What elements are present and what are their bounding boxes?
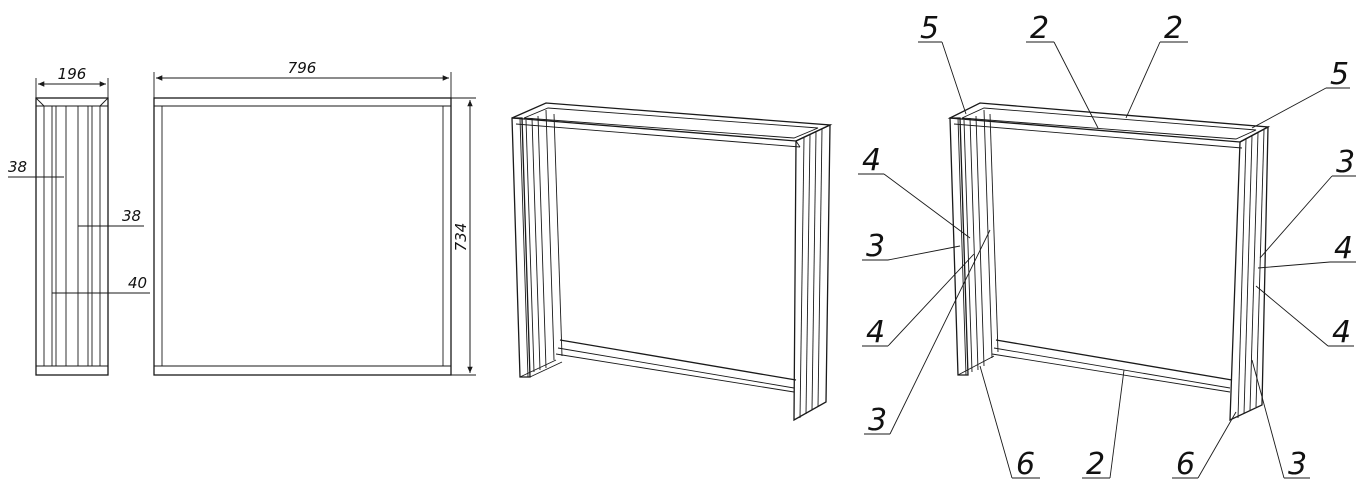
callout-6-left: 6	[1016, 447, 1035, 482]
labeled-view: 5 2 2 5 4 3 3 4 4 4 3 6 2 6 3	[858, 11, 1356, 482]
callout-4-left-upper: 4	[862, 143, 881, 178]
callout-3-left-bottom: 3	[868, 403, 887, 438]
callout-2-top-right: 2	[1164, 11, 1183, 46]
isometric-view	[511, 102, 833, 422]
callout-3-right: 3	[1336, 145, 1355, 180]
dim-slat-width-2: 38	[122, 207, 141, 225]
dim-height: 734	[452, 223, 470, 252]
dim-slat-width-1: 38	[8, 158, 27, 176]
dim-front-width: 796	[288, 59, 317, 77]
front-view: 796 734	[153, 59, 476, 376]
dim-side-width: 196	[58, 65, 87, 83]
callout-4-left-lower: 4	[866, 315, 885, 350]
callout-5-top-left: 5	[920, 11, 939, 46]
dim-slat-gap: 40	[128, 274, 147, 292]
side-view: 196 38 38 40	[8, 65, 150, 376]
callout-6-right: 6	[1176, 447, 1195, 482]
callout-3-right-bottom: 3	[1288, 447, 1307, 482]
callout-2-top: 2	[1030, 11, 1049, 46]
callout-4-right-lower: 4	[1332, 315, 1351, 350]
callout-5-right: 5	[1330, 57, 1349, 92]
callout-4-right-upper: 4	[1334, 231, 1353, 266]
callout-3-left: 3	[866, 229, 885, 264]
callout-2-bottom: 2	[1086, 447, 1105, 482]
